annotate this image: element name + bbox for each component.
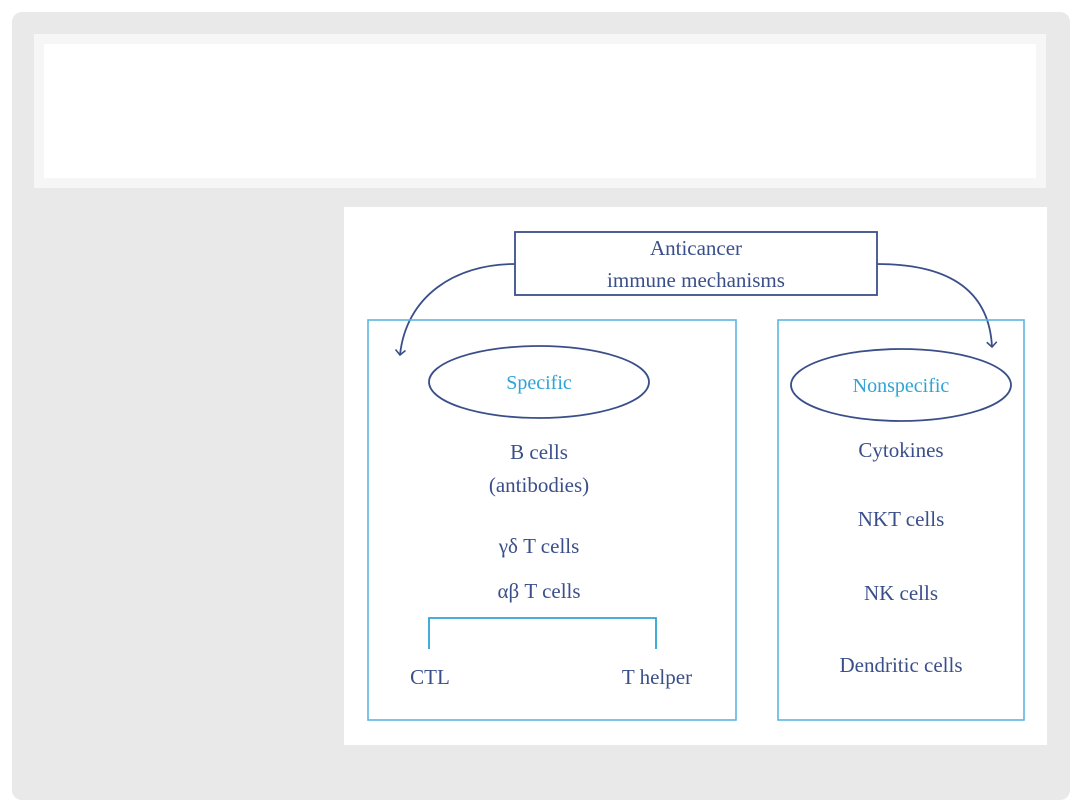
gamma-delta-t-cells-label: γδ T cells	[498, 534, 580, 558]
root-title-line1: Anticancer	[650, 236, 742, 260]
t-cell-bracket	[428, 617, 657, 649]
arrow-to-nonspecific	[876, 263, 998, 349]
root-title-line2: immune mechanisms	[607, 268, 785, 292]
t-helper-label: T helper	[622, 665, 692, 689]
diagram-svg: Anticancer immune mechanisms Specific B …	[367, 231, 1025, 721]
ctl-label: CTL	[410, 665, 450, 689]
antibodies-label: (antibodies)	[489, 473, 589, 497]
cytokines-label: Cytokines	[858, 438, 943, 462]
dendritic-cells-label: Dendritic cells	[839, 653, 962, 677]
title-area	[44, 44, 1036, 178]
b-cells-label: B cells	[510, 440, 568, 464]
specific-label: Specific	[506, 372, 572, 394]
specific-oval	[428, 345, 650, 419]
root-box	[514, 231, 878, 296]
nonspecific-label: Nonspecific	[853, 375, 950, 397]
nkt-cells-label: NKT cells	[858, 507, 945, 531]
nk-cells-label: NK cells	[864, 581, 938, 605]
nonspecific-oval	[790, 348, 1012, 422]
alpha-beta-t-cells-label: αβ T cells	[497, 579, 580, 603]
nonspecific-panel	[777, 319, 1025, 721]
specific-panel	[367, 319, 737, 721]
arrow-to-specific	[394, 263, 516, 357]
title-placeholder	[34, 34, 1046, 188]
diagram-figure: Anticancer immune mechanisms Specific B …	[344, 207, 1047, 745]
